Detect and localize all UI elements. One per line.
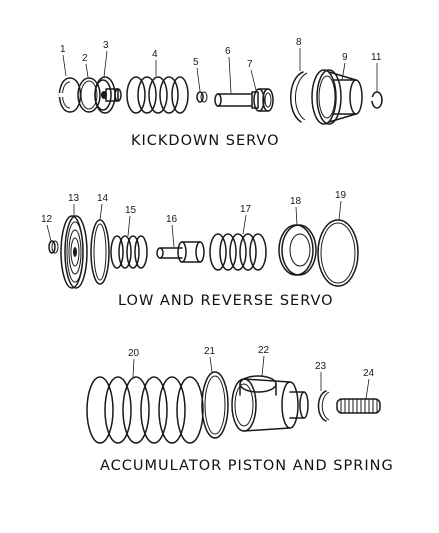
part-3-rod-guide — [94, 76, 122, 114]
callout-16: 16 — [166, 214, 178, 225]
callout-21: 21 — [204, 346, 216, 357]
callout-17: 17 — [240, 204, 252, 215]
callout-23: 23 — [315, 361, 327, 372]
part-7-piston-head — [253, 88, 274, 112]
callout-5: 5 — [193, 57, 199, 68]
part-16-servo-plug — [156, 241, 205, 263]
part-20-accumulator-spring — [86, 376, 204, 444]
callout-8: 8 — [296, 37, 302, 48]
section-title-low-reverse-servo: LOW AND REVERSE SERVO — [118, 293, 334, 309]
part-14-seal — [90, 219, 110, 285]
part-4-spring — [126, 76, 189, 114]
part-5-small-ring — [196, 91, 208, 103]
part-21-seal-ring — [201, 371, 229, 439]
part-6-servo-rod — [214, 91, 259, 109]
callout-7: 7 — [247, 59, 253, 70]
callout-22: 22 — [258, 345, 270, 356]
accumulator-group: 20 21 22 23 24 ACCUMULATOR PISTON AND SP… — [86, 345, 394, 474]
callout-14: 14 — [97, 193, 109, 204]
callout-3: 3 — [103, 40, 109, 51]
part-8-snap-ring — [289, 71, 308, 123]
part-23-clip — [317, 390, 330, 422]
callout-15: 15 — [125, 205, 137, 216]
part-19-snap-ring — [317, 219, 359, 287]
part-24-small-spring — [336, 398, 381, 414]
section-title-kickdown-servo: KICKDOWN SERVO — [131, 133, 280, 149]
part-18-retainer — [278, 224, 317, 276]
part-12-small-ring — [48, 240, 59, 254]
callout-13: 13 — [68, 193, 80, 204]
callout-20: 20 — [128, 348, 140, 359]
callout-12: 12 — [41, 214, 53, 225]
callout-4: 4 — [152, 49, 158, 60]
callout-6: 6 — [225, 46, 231, 57]
part-17-spring — [209, 233, 267, 271]
part-9-servo-piston — [311, 69, 363, 125]
part-15-spring — [110, 235, 148, 269]
callout-11: 11 — [371, 52, 382, 63]
callout-19: 19 — [335, 190, 347, 201]
callout-2: 2 — [82, 53, 88, 64]
callout-18: 18 — [290, 196, 302, 207]
part-2-seal-ring — [77, 77, 101, 113]
part-11-small-seal — [370, 91, 383, 109]
callout-1: 1 — [60, 44, 66, 55]
callout-24: 24 — [363, 368, 375, 379]
kickdown-servo-group: 1 2 3 4 5 6 7 8 9 11 KICKDOWN SERVO — [58, 37, 383, 149]
callout-9: 9 — [342, 52, 348, 63]
low-reverse-servo-group: 12 13 14 15 16 17 18 19 LOW AND REVERSE … — [41, 190, 359, 309]
section-title-accumulator: ACCUMULATOR PISTON AND SPRING — [100, 458, 394, 474]
part-13-servo-piston — [60, 215, 88, 289]
part-22-accumulator-piston — [231, 375, 309, 432]
